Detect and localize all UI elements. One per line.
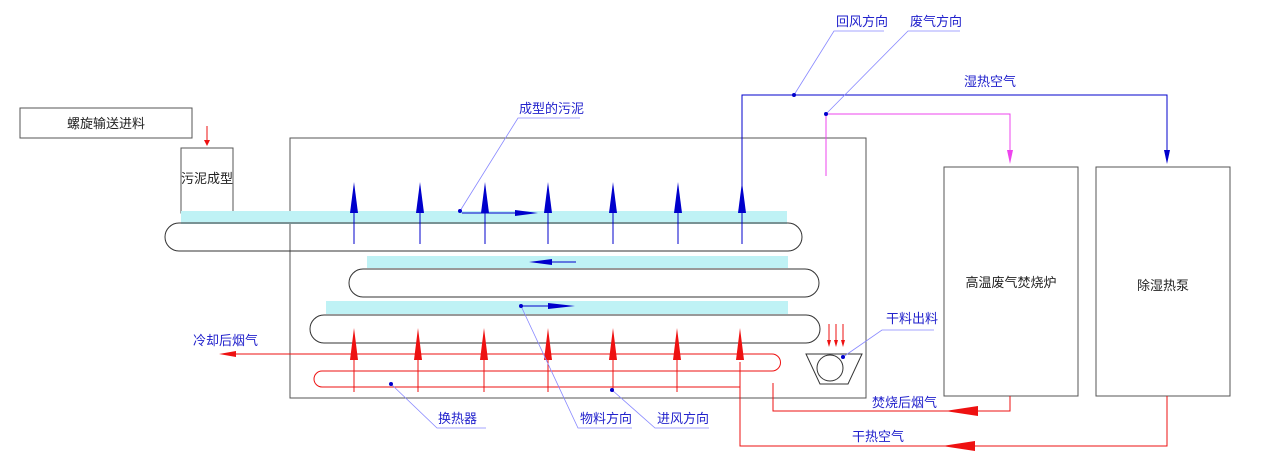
material-arrow-bottom-head	[548, 303, 575, 309]
red-arrow-head	[414, 328, 422, 360]
feed-arrow-head	[204, 140, 210, 146]
blue-arrow-head	[416, 182, 424, 213]
sludge-layer-top	[181, 211, 787, 224]
conveyor-belt-bottom	[309, 314, 821, 344]
red-arrow-head	[609, 328, 617, 360]
leader-formed-sludge	[459, 117, 580, 212]
dryer-chamber	[289, 137, 867, 399]
cooled-flue-label: 冷却后烟气	[193, 333, 258, 349]
red-arrow-head	[480, 328, 488, 360]
cooled-flue-arrow	[219, 351, 236, 357]
incinerator-box	[943, 166, 1079, 397]
leader-material-dir	[520, 305, 632, 429]
discharge-hopper	[805, 353, 863, 385]
dry-air-label: 干热空气	[852, 429, 904, 445]
blue-arrow-head	[609, 182, 617, 213]
material-arrow-top-head	[515, 210, 538, 216]
red-arrow-head	[544, 328, 552, 360]
waste-gas-pipe	[825, 113, 1011, 176]
dry-discharge-label: 干料出料	[886, 312, 938, 327]
blue-arrow-head	[481, 182, 489, 213]
blue-arrow-head	[350, 182, 358, 213]
red-arrow-head	[673, 328, 681, 360]
dry-air-arrow	[736, 328, 744, 360]
screw-feed-box	[19, 107, 193, 139]
humid-air-arrow	[1164, 150, 1170, 164]
heat-exchanger-pipe	[300, 353, 781, 388]
return-air-arrows	[350, 182, 746, 244]
burned-flue-label: 焚烧后烟气	[872, 395, 937, 411]
blue-arrow-head	[674, 182, 682, 213]
discharge-arrows	[827, 324, 845, 347]
waste-gas-arrow	[1007, 150, 1013, 164]
heat-exchanger-label: 换热器	[438, 412, 477, 427]
return-air-label: 回风方向	[836, 14, 888, 30]
leader-return-air	[793, 30, 884, 96]
material-arrow-middle-head	[529, 259, 552, 265]
waste-gas-label: 废气方向	[910, 14, 962, 30]
blue-arrow-head	[544, 182, 552, 213]
sludge-layer-middle	[367, 256, 788, 268]
incinerator-label: 高温废气焚烧炉	[965, 275, 1056, 291]
burned-flue-pipe	[772, 383, 1011, 412]
dry-air-flow-arrow	[942, 441, 975, 451]
leader-heat-exchanger	[390, 383, 486, 429]
inlet-dir-label: 进风方向	[657, 411, 709, 427]
heat-pump-box	[1095, 166, 1231, 397]
humid-air-pipe	[741, 94, 1168, 196]
dry-air-pipe	[739, 362, 1168, 447]
leader-dots	[389, 93, 845, 392]
heat-pump-label: 除湿热泵	[1137, 279, 1189, 294]
material-dir-label: 物料方向	[580, 411, 632, 427]
conveyor-belt-top	[164, 222, 803, 252]
leader-waste-gas	[825, 30, 960, 115]
discharge-screw	[816, 354, 844, 382]
formed-sludge-label: 成型的污泥	[519, 101, 584, 117]
leader-dry-discharge	[842, 329, 934, 358]
leader-lines	[390, 30, 960, 429]
inlet-air-arrows	[350, 328, 681, 392]
humid-air-label: 湿热空气	[964, 74, 1016, 90]
conveyor-belt-middle	[348, 268, 820, 298]
red-arrow-head	[350, 328, 358, 360]
screw-feed-label: 螺旋输送进料	[67, 116, 145, 132]
leader-inlet-dir	[611, 389, 709, 429]
burned-flue-arrow	[945, 406, 978, 416]
sludge-forming-label: 污泥成型	[181, 172, 233, 187]
blue-arrow-head	[738, 182, 746, 213]
